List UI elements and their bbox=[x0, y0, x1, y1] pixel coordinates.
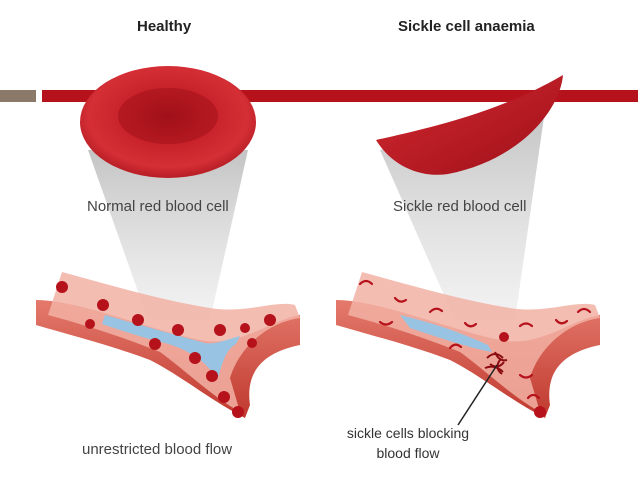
unrestricted-flow-caption: unrestricted blood flow bbox=[82, 441, 233, 458]
sickle-red-blood-cell bbox=[376, 75, 563, 175]
normal-red-blood-cell bbox=[80, 66, 256, 178]
healthy-beam bbox=[88, 150, 248, 320]
normal-cell-caption: Normal red blood cell bbox=[87, 198, 229, 215]
sickle-vessel bbox=[336, 272, 600, 418]
sickle-heading: Sickle cell anaemia bbox=[398, 18, 535, 35]
band-grey-segment bbox=[0, 90, 36, 102]
healthy-vessel bbox=[36, 272, 300, 418]
sickle-cell-caption: Sickle red blood cell bbox=[393, 198, 527, 215]
blocking-caption-line2: blood flow bbox=[376, 445, 440, 461]
blocking-caption: sickle cells blocking blood flow bbox=[333, 423, 483, 463]
healthy-heading: Healthy bbox=[137, 18, 192, 35]
blocking-pointer-line bbox=[457, 364, 498, 426]
sickle-cell-cluster bbox=[484, 351, 508, 375]
blocking-caption-line1: sickle cells blocking bbox=[346, 425, 470, 441]
